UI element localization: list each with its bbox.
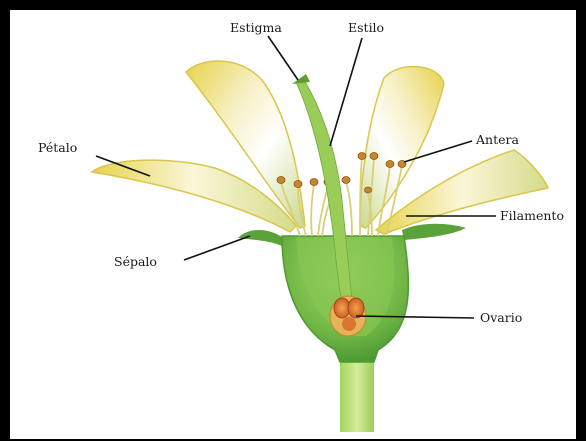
anther-7 xyxy=(358,153,366,160)
anther-1 xyxy=(277,177,285,184)
sepal-right xyxy=(402,224,466,240)
ovule-bottom xyxy=(342,317,356,331)
label-antera: Antera xyxy=(475,132,519,147)
ovule-right xyxy=(348,298,364,318)
anther-11 xyxy=(365,187,372,193)
filament-3 xyxy=(311,184,314,236)
label-filamento: Filamento xyxy=(500,208,564,223)
leader-sepalo xyxy=(184,236,250,260)
label-ovario: Ovario xyxy=(480,310,522,325)
anther-6 xyxy=(342,177,350,184)
label-petalo: Pétalo xyxy=(38,140,77,155)
label-estilo: Estilo xyxy=(348,20,384,35)
leader-estigma xyxy=(268,36,298,80)
filament-6 xyxy=(346,182,352,236)
stem xyxy=(340,360,374,432)
anther-3 xyxy=(310,179,318,186)
anther-8 xyxy=(370,153,378,160)
leader-estilo xyxy=(330,38,362,146)
label-estigma: Estigma xyxy=(230,20,282,35)
label-sepalo: Sépalo xyxy=(114,254,157,269)
anther-9 xyxy=(386,161,394,168)
anther-2 xyxy=(294,181,302,188)
